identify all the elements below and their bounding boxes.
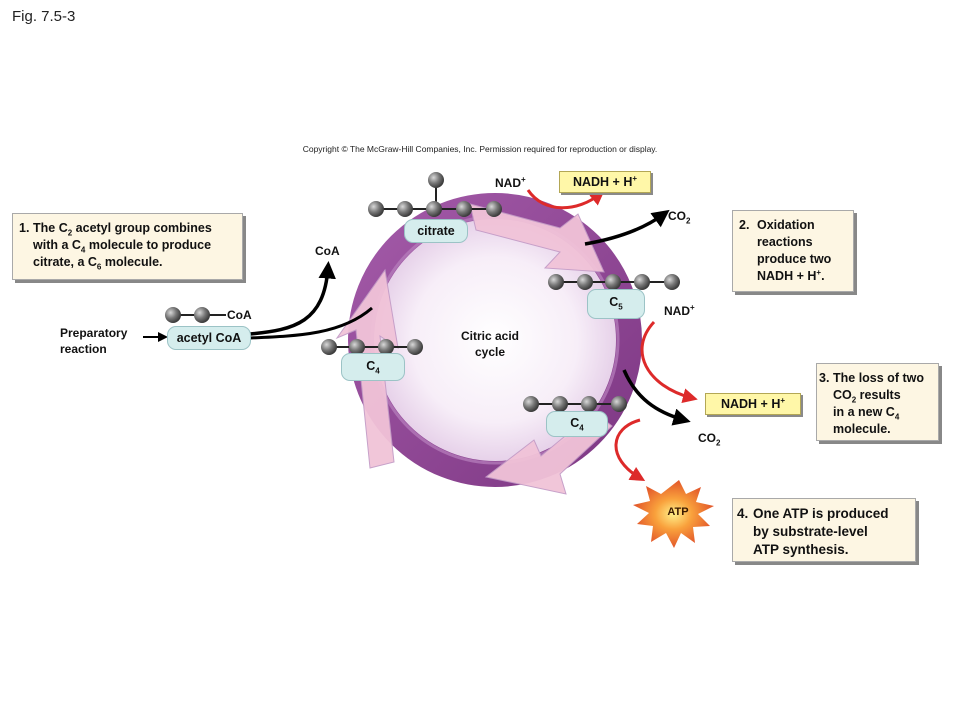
cycle-center-label: Citric acid cycle [460,329,520,359]
note-1-text: The C2 acetyl group combines with a C4 m… [33,221,212,272]
c4-left-molecule [321,339,423,355]
nad-right-label: NAD+ [664,303,695,319]
c5-box: C5 [587,289,645,319]
nadh-right-box: NADH + H+ [705,393,801,415]
note-1-number: 1. [19,221,30,235]
note-2-text: Oxidation reactions produce two NADH + H… [757,218,832,283]
note-co2-loss: 3. The loss of two CO2 results in a new … [816,363,939,441]
nad-to-nadh-arrow-top [526,189,605,210]
note-atp-produced: 4. One ATP is produced by substrate-leve… [732,498,916,562]
c4-bottom-box: C4 [546,411,608,437]
note-oxidation: 2. Oxidation reactions produce two NADH … [732,210,854,292]
citrate-box: citrate [404,219,468,243]
citrate-molecule [368,172,502,217]
co2-release-arrow-right [622,369,691,426]
coa-attached-label: CoA [227,308,252,322]
acetyl-entry-line [249,306,373,340]
note-4-number: 4. [737,506,749,521]
cycle-arrow-top [469,203,605,273]
co2-release-arrow-top [584,209,670,246]
note-2-number: 2. [739,218,750,232]
nadh-top-box: NADH + H+ [559,171,651,193]
coa-released-label: CoA [315,244,340,258]
note-acetyl-combines: 1. The C2 acetyl group combines with a C… [12,213,243,280]
atp-label: ATP [667,506,689,518]
note-4-text: One ATP is produced by substrate-level A… [753,506,889,557]
note-3-text: The loss of two CO2 results in a new C4 … [833,371,924,436]
acetyl-coa-box: acetyl CoA [167,326,251,350]
copyright-notice: Copyright © The McGraw-Hill Companies, I… [302,144,658,154]
nad-top-label: NAD+ [495,175,526,191]
c5-molecule [548,274,680,290]
co2-top-label: CO2 [668,209,691,226]
figure-label: Fig. 7.5-3 [12,8,76,25]
preparatory-reaction-label: Preparatory reaction [60,326,128,356]
atp-arrow [614,418,646,482]
atp-starburst [633,480,714,548]
nad-to-nadh-arrow-right [640,320,698,403]
coa-release-arrow [249,261,336,336]
c4-bottom-molecule [523,396,627,412]
c4-left-box: C4 [341,353,405,381]
note-3-number: 3. [819,371,830,385]
co2-right-label: CO2 [698,431,721,448]
acetyl-coa-molecule [165,307,226,323]
